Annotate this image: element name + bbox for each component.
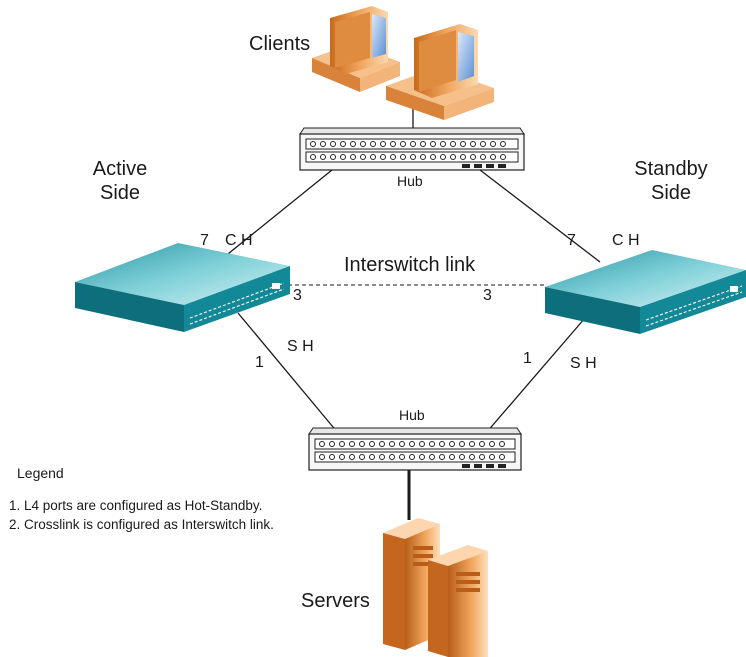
active-client-tag: C H — [225, 232, 253, 249]
clients-icon — [312, 6, 494, 120]
link-standby-server — [485, 317, 586, 434]
hub-top-icon — [299, 127, 525, 171]
active-server-tag: S H — [287, 338, 314, 355]
legend-title: Legend — [17, 465, 64, 481]
standby-client-tag: C H — [612, 232, 640, 249]
standby-side-label: Standby Side — [634, 158, 708, 204]
links — [217, 102, 601, 520]
active-side-label: Active Side — [92, 158, 148, 204]
hub-top-label: Hub — [397, 173, 423, 189]
legend-item-1: 1. L4 ports are configured as Hot-Standb… — [9, 498, 263, 513]
interswitch-link-label: Interswitch link — [344, 254, 476, 276]
link-active-client — [217, 169, 333, 263]
standby-server-port: 1 — [523, 350, 532, 367]
link-standby-client — [479, 169, 601, 263]
standby-client-port: 7 — [567, 232, 576, 249]
servers-label: Servers — [301, 590, 370, 612]
link-active-server — [237, 312, 339, 434]
hub-bottom-icon — [308, 427, 522, 471]
standby-switch-icon — [545, 250, 746, 334]
active-server-port: 1 — [255, 354, 264, 371]
clients-label: Clients — [249, 33, 311, 55]
active-isl-port: 3 — [293, 287, 302, 304]
standby-isl-port: 3 — [483, 287, 492, 304]
legend-item-2: 2. Crosslink is configured as Interswitc… — [9, 517, 274, 532]
standby-server-tag: S H — [570, 355, 597, 372]
active-client-port: 7 — [200, 232, 209, 249]
servers-icon — [383, 518, 488, 657]
active-switch-icon — [75, 243, 290, 332]
hub-bottom-label: Hub — [399, 407, 425, 423]
